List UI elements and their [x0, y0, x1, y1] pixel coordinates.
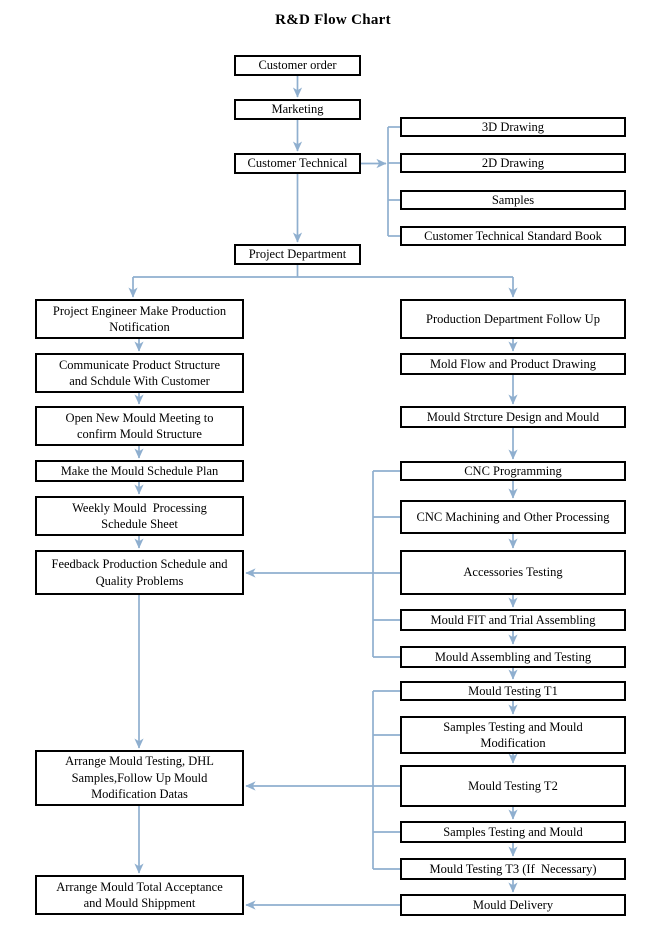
node-samples-testing-and-mould[interactable]: Samples Testing and Mould: [400, 821, 626, 843]
node-open-new-mould-meeting[interactable]: Open New Mould Meeting to confirm Mould …: [35, 406, 244, 446]
node-cnc-machining-and-other-processing[interactable]: CNC Machining and Other Processing: [400, 500, 626, 534]
node-mould-delivery[interactable]: Mould Delivery: [400, 894, 626, 916]
node-3d-drawing[interactable]: 3D Drawing: [400, 117, 626, 137]
node-mould-testing-t1[interactable]: Mould Testing T1: [400, 681, 626, 701]
node-mold-flow-and-product-drawing[interactable]: Mold Flow and Product Drawing: [400, 353, 626, 375]
node-project-department[interactable]: Project Department: [234, 244, 361, 265]
node-mould-testing-t3[interactable]: Mould Testing T3 (If Necessary): [400, 858, 626, 880]
node-2d-drawing[interactable]: 2D Drawing: [400, 153, 626, 173]
node-mould-testing-t2[interactable]: Mould Testing T2: [400, 765, 626, 807]
node-customer-technical-standard-book[interactable]: Customer Technical Standard Book: [400, 226, 626, 246]
node-make-the-mould-schedule-plan[interactable]: Make the Mould Schedule Plan: [35, 460, 244, 482]
node-arrange-mould-testing-dhl[interactable]: Arrange Mould Testing, DHL Samples,Follo…: [35, 750, 244, 806]
node-customer-order[interactable]: Customer order: [234, 55, 361, 76]
node-customer-technical[interactable]: Customer Technical: [234, 153, 361, 174]
node-weekly-mould-processing-schedule-sheet[interactable]: Weekly Mould Processing Schedule Sheet: [35, 496, 244, 536]
node-communicate-product-structure[interactable]: Communicate Product Structure and Schdul…: [35, 353, 244, 393]
node-accessories-testing[interactable]: Accessories Testing: [400, 550, 626, 595]
node-mould-assembling-and-testing[interactable]: Mould Assembling and Testing: [400, 646, 626, 668]
node-production-department-follow-up[interactable]: Production Department Follow Up: [400, 299, 626, 339]
node-feedback-production-schedule[interactable]: Feedback Production Schedule and Quality…: [35, 550, 244, 595]
page-title: R&D Flow Chart: [275, 12, 391, 28]
node-project-engineer-make-production-notification[interactable]: Project Engineer Make Production Notific…: [35, 299, 244, 339]
node-samples[interactable]: Samples: [400, 190, 626, 210]
node-cnc-programming[interactable]: CNC Programming: [400, 461, 626, 481]
node-marketing[interactable]: Marketing: [234, 99, 361, 120]
node-arrange-mould-total-acceptance[interactable]: Arrange Mould Total Acceptance and Mould…: [35, 875, 244, 915]
node-mould-fit-and-trial-assembling[interactable]: Mould FIT and Trial Assembling: [400, 609, 626, 631]
node-samples-testing-and-mould-modification[interactable]: Samples Testing and Mould Modification: [400, 716, 626, 754]
node-mould-strcture-design[interactable]: Mould Strcture Design and Mould: [400, 406, 626, 428]
